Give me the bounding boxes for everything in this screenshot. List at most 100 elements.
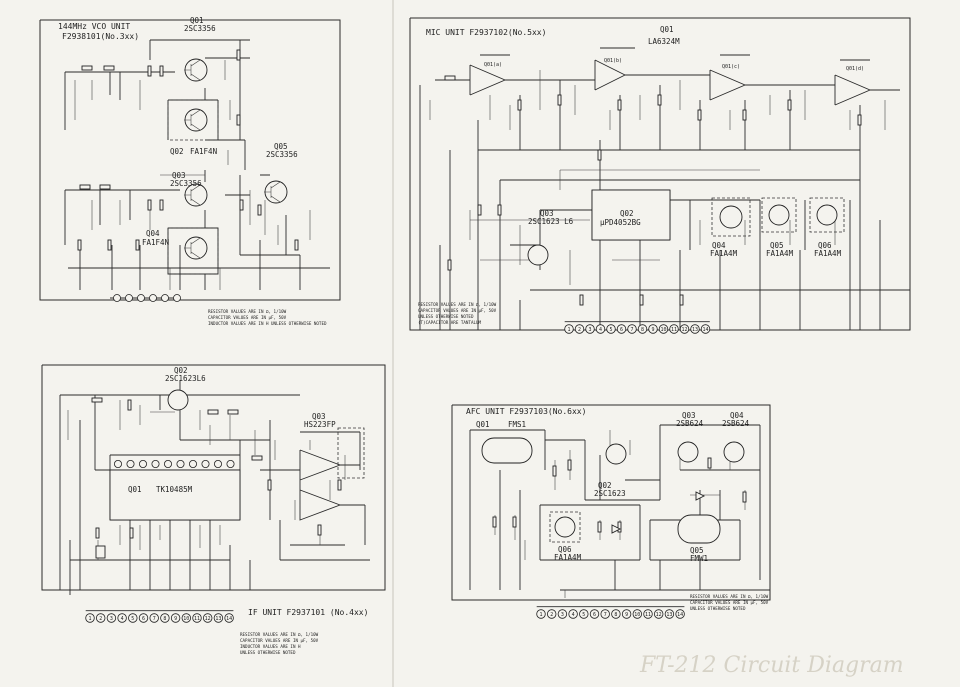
vco-q04-package (167, 227, 219, 275)
mic-connector-pin-number: 10 (660, 327, 666, 333)
if-q01-ref: Q01 (128, 485, 142, 494)
afc-connector-pin (600, 609, 610, 619)
if-ic-pin (188, 459, 197, 468)
mic-connector-pin-number: 3 (588, 327, 591, 333)
afc-connector-pin-number: 10 (634, 612, 640, 618)
afc-q01-ref: Q01 (476, 420, 490, 429)
mic-connector-pin-number: 8 (641, 327, 644, 333)
mic-components (444, 75, 862, 306)
afc-connector-pin-number: 4 (572, 612, 575, 618)
afc-connector-pin (589, 609, 600, 619)
if-ic-pin (201, 459, 210, 468)
afc-q02-type: 2SC1623 (594, 489, 626, 498)
afc-q05-package (677, 514, 721, 544)
mic-connector-pin-number: 7 (630, 327, 633, 333)
vco-note-1: RESISTOR VALUES ARE IN Ω, 1/10W (208, 309, 287, 314)
if-q02-symbol (167, 389, 189, 411)
mic-q05-package (761, 197, 797, 233)
afc-unit-title: AFC UNIT F2937103(No.6xx) (466, 407, 586, 416)
vco-connector (110, 294, 181, 302)
if-q03-type: HS223FP (304, 420, 336, 429)
afc-unit-panel: AFC UNIT F2937103(No.6xx) Q01 FMS1 Q02 2… (451, 404, 771, 619)
if-connector-pin (95, 613, 106, 623)
mic-connector-pin (595, 324, 606, 334)
if-connector-pin (85, 613, 95, 623)
mic-note-2: CAPACITOR VALUES ARE IN μF, 50V (418, 308, 497, 313)
afc-q06-package (549, 511, 581, 543)
mic-connector-pin (700, 324, 711, 334)
vco-unit-part-no: F2938101(No.3xx) (62, 32, 139, 41)
afc-connector-pin (611, 609, 621, 619)
vco-q02-package (167, 99, 219, 141)
if-ic-pin (151, 459, 160, 468)
if-connector-pin-number: 9 (174, 616, 177, 622)
mic-q06-package (809, 197, 845, 233)
mic-q01-ref: Q01 (660, 25, 674, 34)
afc-q05-type: FMW1 (690, 554, 708, 563)
afc-connector-pin (632, 609, 643, 619)
mic-q01a-label: Q01(a) (484, 62, 502, 68)
afc-connector-pin-number: 3 (561, 612, 564, 618)
vco-q04-ref: Q04 (146, 229, 160, 238)
mic-connector-pin (627, 324, 637, 334)
mic-q02-ref: Q02 (620, 209, 634, 218)
afc-connector-pin-number: 8 (614, 612, 617, 618)
if-connector-pin (224, 613, 234, 623)
afc-connector-pin (664, 609, 675, 619)
afc-q06-type: FA1A4M (554, 553, 582, 562)
if-connector-pin (128, 613, 138, 623)
mic-connector-pin-number: 13 (692, 327, 698, 333)
afc-q04-symbol (723, 441, 745, 463)
vco-q05-type: 2SC3356 (266, 150, 298, 159)
if-q03-network (337, 427, 365, 479)
afc-q06-symbol (554, 516, 576, 538)
if-connector-pin-number: 13 (215, 616, 221, 622)
afc-connector-pin-number: 9 (625, 612, 628, 618)
mic-connector-pin-number: 4 (599, 327, 602, 333)
mic-q04-symbol (719, 205, 743, 229)
afc-connector-pin (568, 609, 578, 619)
afc-q04-type: 2SB624 (722, 419, 750, 428)
mic-connector-pin (585, 324, 595, 334)
mic-connector-pin-number: 11 (671, 327, 677, 333)
vco-note-2: CAPACITOR VALUES ARE IN μF, 50V (208, 315, 287, 320)
if-connector-pin (181, 613, 192, 623)
if-ic-pin (126, 459, 135, 468)
afc-note-1: RESISTOR VALUES ARE IN Ω, 1/10W (690, 594, 769, 599)
if-unit-title: IF UNIT F2937101 (No.4xx) (248, 608, 368, 617)
afc-note-3: UNLESS OTHERWISE NOTED (690, 606, 746, 611)
if-connector-pin (149, 613, 159, 623)
mic-q04-ref: Q04 (712, 241, 726, 250)
afc-connector-pin (675, 609, 685, 619)
afc-connector-pin (557, 609, 568, 619)
if-connector-pin-number: 14 (226, 616, 232, 622)
if-q02-type: 2SC1623L6 (165, 374, 206, 383)
mic-connector-pin-number: 5 (609, 327, 612, 333)
if-connector-pin (202, 613, 213, 623)
if-unit-panel: IF UNIT F2937101 (No.4xx) Q01 TK10485M Q… (41, 364, 386, 655)
mic-connector-pin (606, 324, 616, 334)
if-q01-ic (109, 469, 241, 521)
vco-q02-type: FA1F4N (190, 147, 217, 156)
if-connector-pin-number: 12 (205, 616, 211, 622)
afc-connector-pin-number: 11 (645, 612, 651, 618)
vco-q01-ref: Q01 (190, 16, 204, 25)
if-connector-pin-number: 1 (88, 616, 91, 622)
mic-connector-pin-number: 9 (651, 327, 654, 333)
mic-connector-pin (574, 324, 585, 334)
afc-connector-pin (621, 609, 632, 619)
vco-q04-type: FA1F4N (142, 238, 169, 247)
afc-q02-symbol (605, 443, 627, 465)
if-note-2: CAPACITOR VALUES ARE IN μF, 50V (240, 638, 319, 643)
mic-q04-type: FA1A4M (710, 249, 738, 258)
if-ic-pin (163, 459, 172, 468)
mic-q01d-label: Q01(d) (846, 66, 864, 72)
mic-q02-ic (591, 189, 671, 241)
afc-q01-type: FMS1 (508, 420, 526, 429)
if-connector-pin (138, 613, 149, 623)
if-note-3: INDUCTOR VALUES ARE IN H (240, 644, 301, 649)
mic-connector-pin-number: 1 (567, 327, 570, 333)
